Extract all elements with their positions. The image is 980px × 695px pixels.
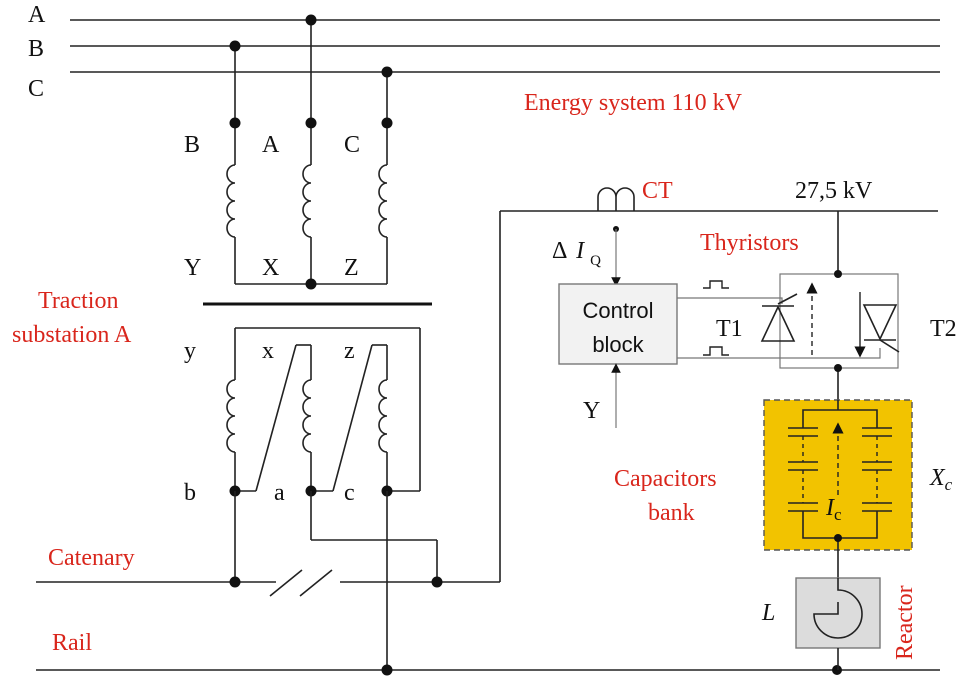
bus-label-c: C [28,76,44,102]
t1-label: T1 [716,316,743,342]
traction-label-line2: substation A [12,322,132,348]
secondary-label-x: x [262,338,274,364]
secondary-label-y: y [184,338,196,364]
secondary-label-b: b [184,480,196,506]
control-block [558,283,678,365]
secondary-label-z: z [344,338,355,364]
primary-label-x: X [262,255,279,281]
thyristors-label: Thyristors [700,230,799,256]
voltage-label: 27,5 kV [795,178,873,204]
primary-label-c: C [344,132,360,158]
y-input-label: Y [583,398,600,424]
rail-label: Rail [52,630,92,656]
capacitors-label-line2: bank [648,500,695,526]
control-block-label-line2: block [592,332,644,357]
traction-label-line1: Traction [38,288,118,314]
feeder-connections [234,491,438,670]
catenary-label: Catenary [48,545,135,571]
bus-label-a: A [28,2,46,28]
gate-signals [677,280,881,359]
primary-label-a: A [262,132,280,158]
reactor-coil-icon [813,578,863,639]
ct-coil [597,187,635,211]
primary-label-b: B [184,132,200,158]
primary-windings [226,20,388,285]
xc-label: Xc [929,465,953,494]
primary-label-z: Z [344,255,359,281]
secondary-label-a: a [274,480,285,506]
energy-system-label: Energy system 110 kV [524,90,743,116]
capacitors-label-line1: Capacitors [614,466,717,492]
reactor-label: Reactor [892,585,918,660]
bus-label-b: B [28,36,44,62]
ic-label: Ic [825,495,842,524]
control-block-label-line1: Control [583,298,654,323]
primary-label-y: Y [184,255,201,281]
ct-label: CT [642,178,673,204]
secondary-label-c: c [344,480,355,506]
thyristor-t1 [760,293,798,342]
t2-label: T2 [930,316,957,342]
delta-iq-label: Δ I Q [552,238,601,269]
secondary-windings [226,327,421,492]
inductance-label: L [761,600,775,626]
thyristor-t2 [862,304,900,353]
